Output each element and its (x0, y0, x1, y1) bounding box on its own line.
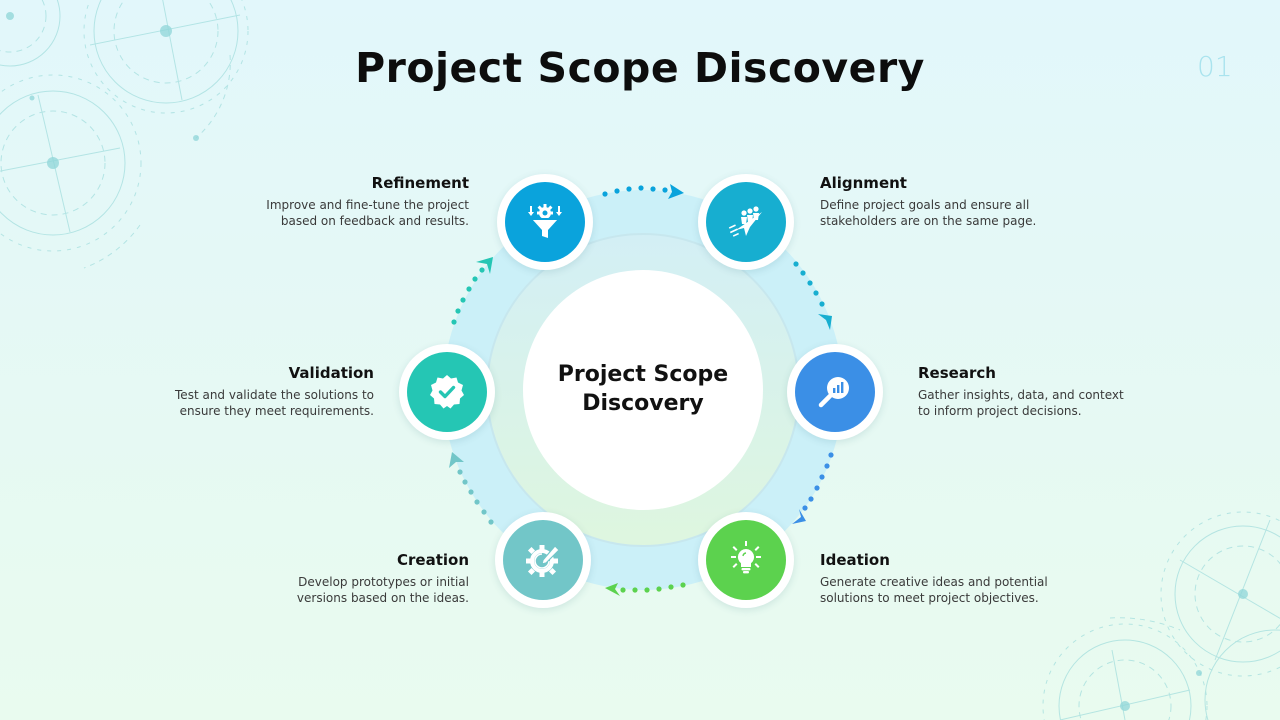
team-paper-plane-icon (728, 206, 762, 237)
arrow-creation-to-validation (449, 452, 494, 525)
step-description-line2: based on feedback and results. (280, 214, 469, 228)
arrow-validation-to-refinement (451, 257, 493, 325)
step-title: Ideation (820, 551, 890, 569)
step-title: Validation (288, 364, 374, 382)
step-description-line2: ensure they meet requirements. (179, 404, 374, 418)
step-label-ideation: Ideation Generate creative ideas and pot… (820, 551, 1060, 606)
center-disc (523, 270, 763, 510)
step-description-line2: solutions to meet project objectives. (820, 591, 1039, 605)
step-node-research[interactable] (787, 344, 883, 440)
step-title: Refinement (371, 174, 469, 192)
center-title: Project Scope Discovery (523, 360, 763, 418)
lightbulb-icon (731, 541, 761, 574)
step-node-validation[interactable] (399, 344, 495, 440)
step-node-creation[interactable] (495, 512, 591, 608)
center-title-line2: Discovery (582, 391, 704, 416)
step-node-alignment[interactable] (698, 174, 794, 270)
step-description-line1: Improve and fine-tune the project (266, 198, 469, 212)
step-title: Research (918, 364, 996, 382)
page-number: 01 (1197, 50, 1233, 83)
magnifier-chart-icon (818, 377, 849, 408)
funnel-gear-icon (528, 204, 562, 238)
arrow-research-to-ideation (792, 452, 834, 524)
center-title-line1: Project Scope (557, 362, 729, 387)
step-title: Alignment (820, 174, 907, 192)
step-description-line1: Test and validate the solutions to (175, 388, 374, 402)
step-node-refinement[interactable] (497, 174, 593, 270)
step-label-validation: Validation Test and validate the solutio… (134, 364, 374, 419)
step-node-ideation[interactable] (698, 512, 794, 608)
step-description-line1: Define project goals and ensure all (820, 198, 1030, 212)
step-description-line1: Generate creative ideas and potential (820, 575, 1048, 589)
gear-pencil-icon (526, 545, 560, 577)
step-description-line1: Develop prototypes or initial (298, 575, 469, 589)
arrow-refinement-to-alignment (602, 184, 684, 199)
step-description-line2: stakeholders are on the same page. (820, 214, 1037, 228)
step-label-refinement: Refinement Improve and fine-tune the pro… (229, 174, 469, 229)
arrow-alignment-to-research (793, 261, 832, 330)
step-label-alignment: Alignment Define project goals and ensur… (820, 174, 1060, 229)
badge-check-icon (430, 375, 464, 409)
step-description-line2: to inform project decisions. (918, 404, 1082, 418)
step-label-research: Research Gather insights, data, and cont… (918, 364, 1158, 419)
step-title: Creation (397, 551, 469, 569)
slide-title: Project Scope Discovery (355, 44, 925, 92)
step-description-line2: versions based on the ideas. (296, 591, 469, 605)
arrow-ideation-to-creation (605, 582, 686, 596)
step-description-line1: Gather insights, data, and context (918, 388, 1124, 402)
step-label-creation: Creation Develop prototypes or initial v… (229, 551, 469, 606)
